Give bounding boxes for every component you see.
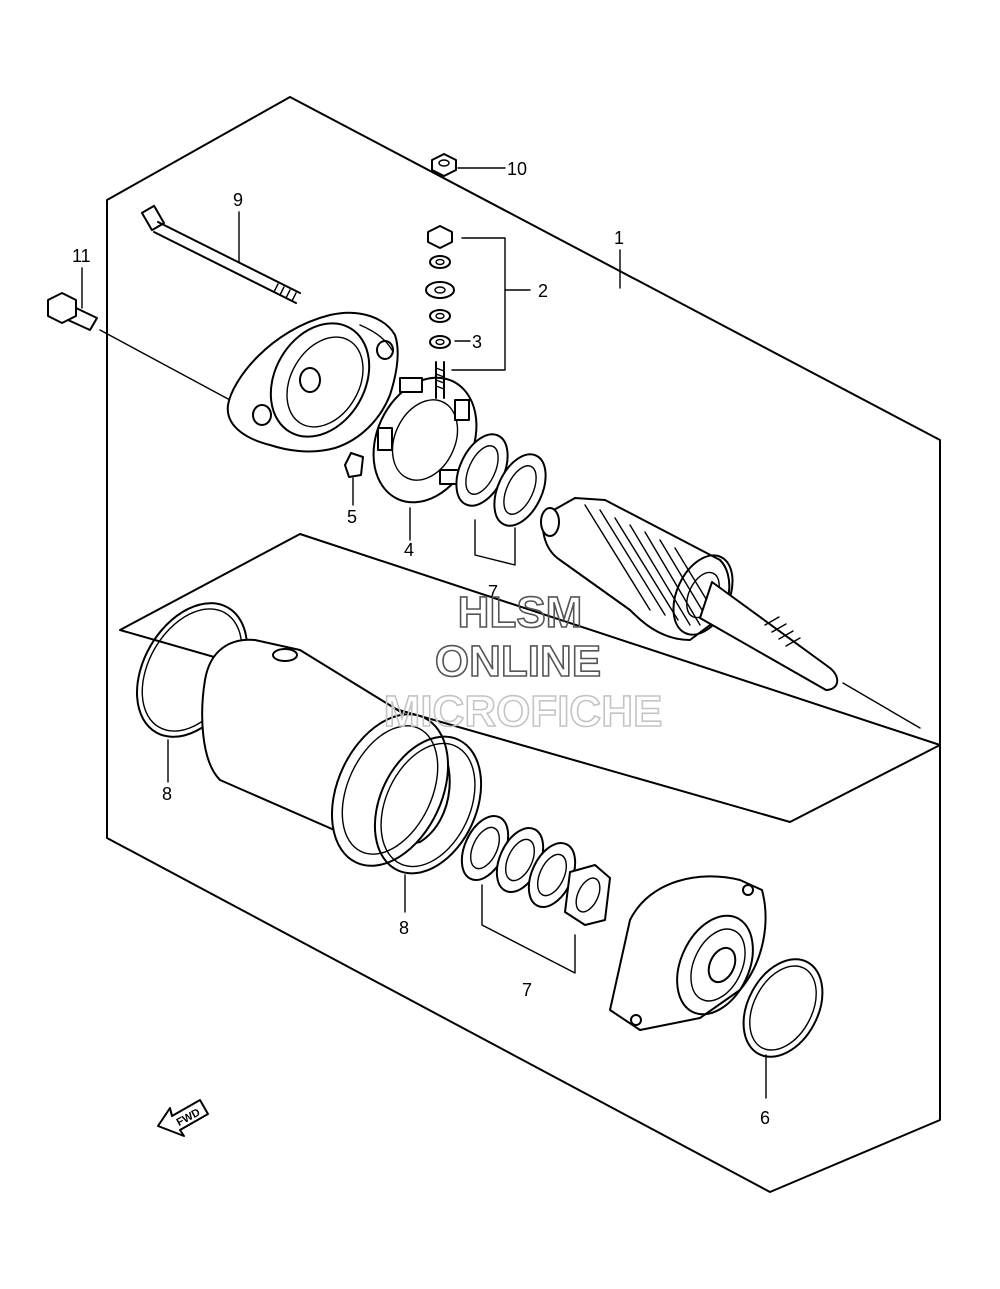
armature [540, 497, 921, 729]
yoke [201, 638, 451, 867]
callout-7-lower: 7 [522, 980, 532, 1000]
callout-3: 3 [472, 332, 482, 352]
watermark-line-2: ONLINE [435, 637, 601, 686]
callout-2: 2 [538, 281, 548, 301]
callout-9: 9 [233, 190, 243, 210]
callout-11: 11 [72, 246, 91, 266]
callout-1: 1 [614, 228, 624, 248]
watermark-line-3: MICROFICHE [384, 687, 663, 736]
callout-6: 6 [760, 1108, 770, 1128]
watermark-line-1: HLSM [458, 588, 583, 637]
callout-7-upper: 7 [488, 582, 498, 602]
callout-10: 10 [507, 159, 527, 179]
brush-part-5 [344, 452, 364, 506]
bolt-part-11 [47, 292, 231, 401]
callout-4: 4 [404, 540, 414, 560]
forward-direction-arrow: FWD [157, 1099, 209, 1137]
o-ring-right-part-8 [373, 735, 483, 913]
front-housing [609, 875, 767, 1031]
reference-plane [119, 533, 941, 823]
assembly-frame [106, 96, 941, 1193]
callout-5: 5 [347, 507, 357, 527]
washer-set-upper-part-7 [455, 433, 547, 566]
through-bolt-part-9 [140, 204, 301, 304]
terminal-stud-parts-2-3 [425, 225, 531, 399]
o-ring-part-6 [742, 958, 824, 1099]
callout-8-right: 8 [399, 918, 409, 938]
washer-set-lower-part-7 [460, 815, 611, 974]
brush-holder-part-4 [372, 376, 478, 541]
callout-8-left: 8 [162, 784, 172, 804]
nut-part-10 [431, 153, 506, 177]
rear-housing [226, 311, 399, 453]
